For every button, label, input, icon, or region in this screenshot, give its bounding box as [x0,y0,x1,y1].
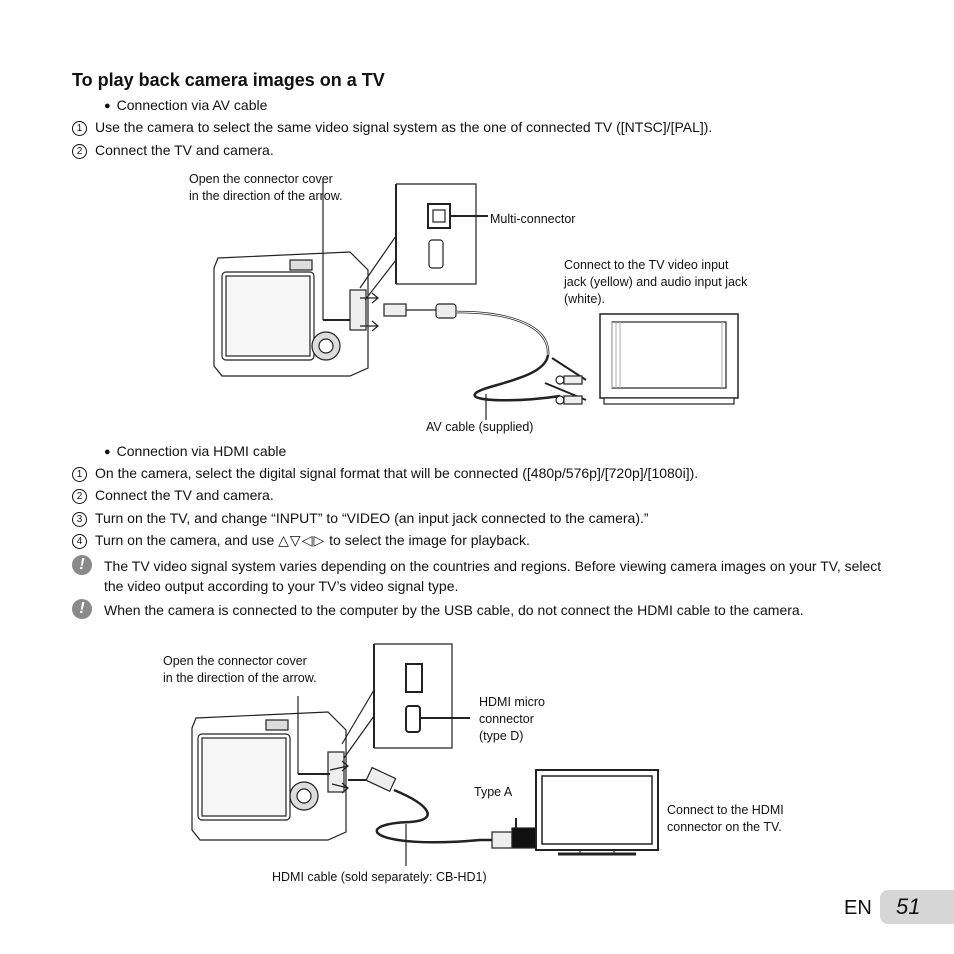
hdmi-label-typea: Type A [474,785,513,799]
tv-icon [599,313,739,405]
camera-icon [191,711,347,841]
tv-icon [535,769,659,856]
caution-icon: ! [72,599,92,619]
hdmi-label-cable: HDMI cable (sold separately: CB-HD1) [272,870,487,884]
arrow-buttons-icon: △▽◁▷ [278,532,326,548]
page-title: To play back camera images on a TV [72,70,385,90]
av-label-cable: AV cable (supplied) [426,420,534,434]
note-signal-system: The TV video signal system varies depend… [104,558,882,594]
av-connection-illustration [213,180,739,420]
hdmi-bullet: ●Connection via HDMI cable [104,443,287,459]
language-label: EN [844,897,872,919]
av-label-multi: Multi-connector [490,212,576,226]
caution-icon: ! [72,555,92,575]
note-usb-hdmi: When the camera is connected to the comp… [104,602,804,618]
av-bullet: ●Connection via AV cable [104,97,268,113]
hdmi-connection-illustration [191,643,659,866]
page-number: 51 [880,890,954,924]
camera-icon [213,251,369,377]
